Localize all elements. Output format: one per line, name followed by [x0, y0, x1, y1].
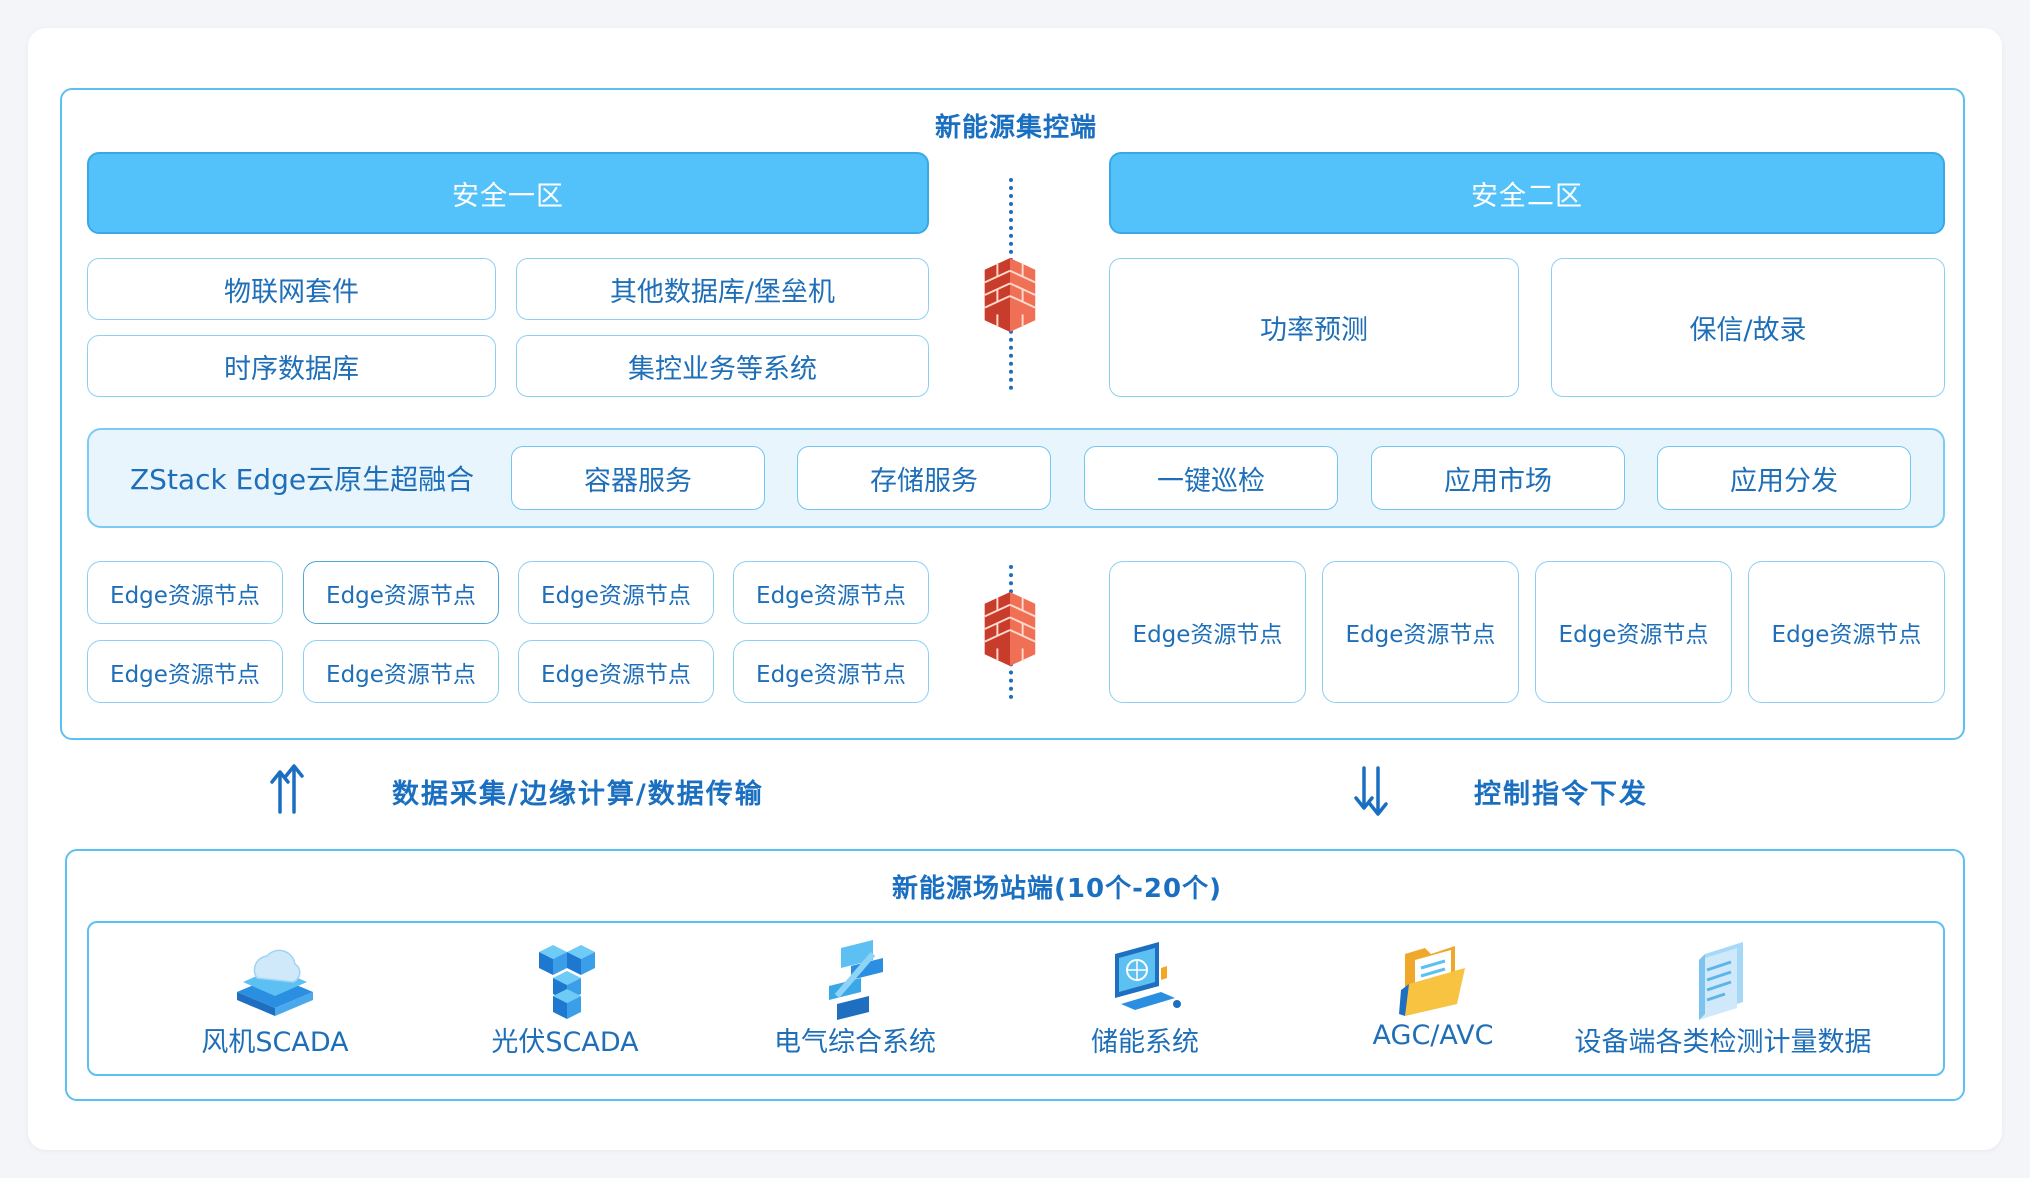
- zone2-box-fault-record: 保信/故录: [1551, 258, 1945, 397]
- cubes-icon: [539, 945, 595, 1019]
- station-frame: [65, 849, 1965, 1101]
- edge-node-left-7: Edge资源节点: [518, 640, 714, 703]
- edge-node-left-1: Edge资源节点: [87, 561, 283, 624]
- flow-blocks-icon: [829, 940, 883, 1020]
- site-device-metering: 设备端各类检测计量数据: [1558, 932, 1888, 1072]
- site-label: 设备端各类检测计量数据: [1574, 1027, 1872, 1058]
- edge-platform-label: ZStack Edge云原生超融合: [130, 463, 475, 496]
- service-app-distribution: 应用分发: [1657, 446, 1911, 510]
- zone1-box-tsdb: 时序数据库: [87, 335, 496, 397]
- edge-node-left-5: Edge资源节点: [87, 640, 283, 703]
- zone2-header: 安全二区: [1109, 152, 1945, 234]
- zone1-box-other-db: 其他数据库/堡垒机: [516, 258, 929, 320]
- site-storage-system: 储能系统: [980, 932, 1310, 1072]
- site-label: 风机SCADA: [201, 1027, 349, 1058]
- station-title: 新能源场站端(10个-20个): [892, 874, 1222, 904]
- upload-flow-label: 数据采集/边缘计算/数据传输: [392, 779, 764, 810]
- site-label: 储能系统: [1091, 1027, 1199, 1058]
- service-inspection: 一键巡检: [1084, 446, 1338, 510]
- folder-icon: [1399, 946, 1465, 1016]
- edge-node-right-1: Edge资源节点: [1109, 561, 1306, 703]
- service-app-market: 应用市场: [1371, 446, 1625, 510]
- firewall-icon: [983, 591, 1037, 667]
- site-label: AGC/AVC: [1372, 1020, 1494, 1051]
- cloud-server-icon: [237, 949, 313, 1016]
- site-label: 电气综合系统: [774, 1027, 936, 1058]
- site-solar-scada: 光伏SCADA: [400, 932, 730, 1072]
- zone1-box-iot-suite: 物联网套件: [87, 258, 496, 320]
- service-container: 容器服务: [511, 446, 765, 510]
- upload-arrows-icon: [270, 764, 304, 814]
- edge-node-left-2: Edge资源节点: [303, 561, 499, 624]
- zone1-box-control-systems: 集控业务等系统: [516, 335, 929, 397]
- download-flow-label: 控制指令下发: [1474, 779, 1648, 810]
- zone1-header: 安全一区: [87, 152, 929, 234]
- edge-node-right-3: Edge资源节点: [1535, 561, 1732, 703]
- site-agc-avc: AGC/AVC: [1268, 932, 1598, 1072]
- site-wind-scada: 风机SCADA: [110, 932, 440, 1072]
- site-label: 光伏SCADA: [491, 1027, 639, 1058]
- computer-icon: [1115, 942, 1181, 1010]
- document-stack-icon: [1699, 942, 1743, 1020]
- edge-node-left-6: Edge资源节点: [303, 640, 499, 703]
- edge-node-left-3: Edge资源节点: [518, 561, 714, 624]
- edge-node-left-4: Edge资源节点: [733, 561, 929, 624]
- central-control-title: 新能源集控端: [934, 113, 1098, 143]
- edge-node-left-8: Edge资源节点: [733, 640, 929, 703]
- station-inner-frame: [87, 921, 1945, 1076]
- edge-node-right-2: Edge资源节点: [1322, 561, 1519, 703]
- edge-node-right-4: Edge资源节点: [1748, 561, 1945, 703]
- zone2-box-power-forecast: 功率预测: [1109, 258, 1519, 397]
- firewall-icon: [983, 257, 1037, 333]
- central-control-frame: [60, 88, 1965, 740]
- site-electrical-system: 电气综合系统: [690, 932, 1020, 1072]
- download-arrows-icon: [1354, 766, 1388, 816]
- service-storage: 存储服务: [797, 446, 1051, 510]
